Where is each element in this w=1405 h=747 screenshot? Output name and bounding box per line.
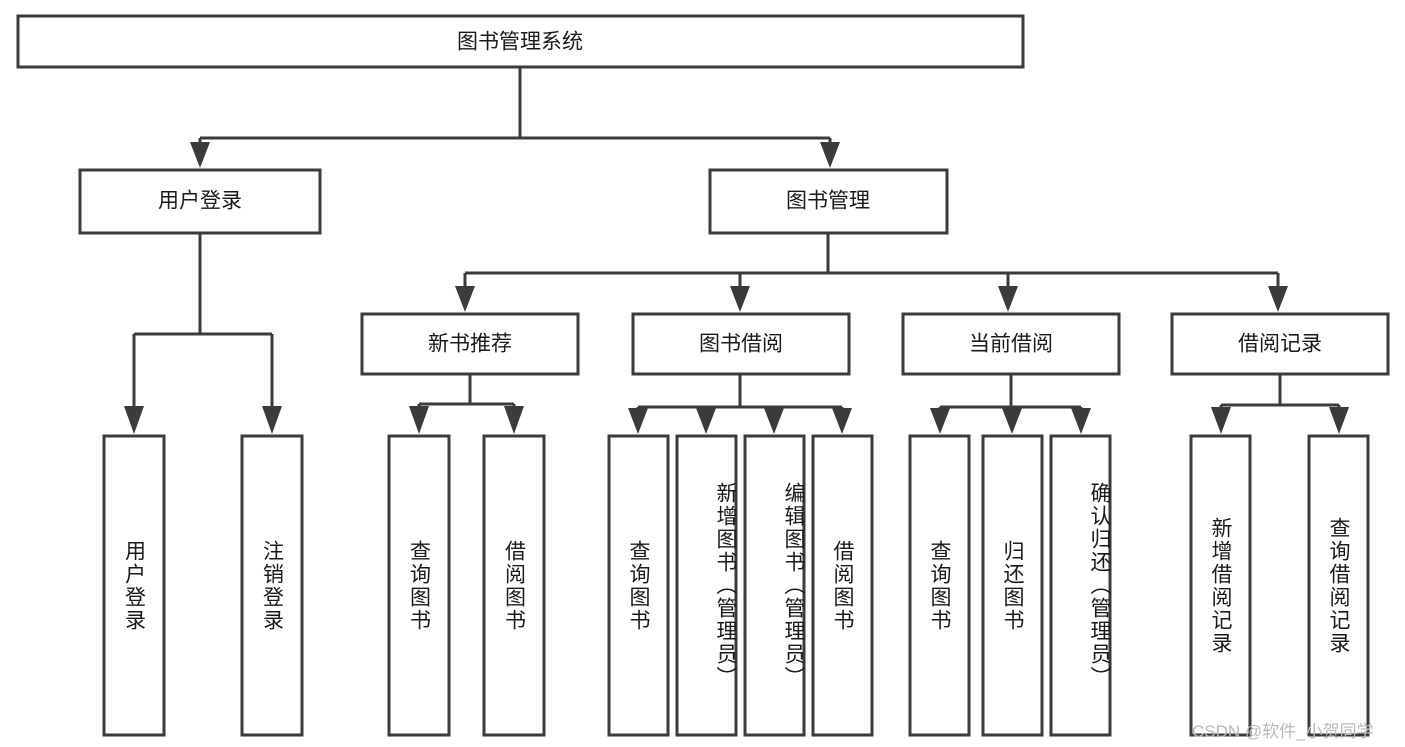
node-book-borrow-label: 图书借阅 bbox=[699, 333, 783, 356]
leaf-box-borrow-book-2[interactable] bbox=[811, 434, 874, 737]
arrow-head-leaf-user-login bbox=[124, 406, 144, 434]
node-current-borrow-label: 当前借阅 bbox=[969, 333, 1053, 356]
leaf-label-add-book: 新增图书（管理员） bbox=[714, 482, 737, 689]
node-current-borrow-box[interactable] bbox=[901, 312, 1121, 376]
arrow-head-new-book-rec bbox=[455, 286, 475, 312]
arrow-head-leaf-return-book bbox=[1002, 408, 1022, 434]
node-new-book-rec-box[interactable] bbox=[360, 312, 580, 376]
arrow-head-leaf-borrow-book-2 bbox=[832, 408, 852, 434]
leaf-label-add-record: 新增借阅记录 bbox=[1209, 516, 1232, 655]
arrow-head-book-borrow bbox=[730, 286, 750, 312]
leaf-box-return-book[interactable] bbox=[981, 434, 1044, 737]
connector-group-borrow-record bbox=[1211, 374, 1349, 434]
leaf-label-borrow-book-2: 借阅图书 bbox=[831, 539, 854, 632]
leaf-label-query-book-1: 查询图书 bbox=[407, 539, 431, 632]
node-book-borrow-box[interactable] bbox=[631, 312, 851, 376]
node-current-borrow[interactable]: 当前借阅 bbox=[901, 312, 1121, 376]
leaf-box-edit-book[interactable] bbox=[743, 434, 806, 737]
node-new-book-rec[interactable]: 新书推荐 bbox=[360, 312, 580, 376]
node-user-login[interactable]: 用户登录 bbox=[78, 168, 322, 235]
node-new-book-rec-label: 新书推荐 bbox=[428, 333, 512, 356]
node-user-login-label: 用户登录 bbox=[158, 190, 242, 213]
arrow-head-book-manage bbox=[820, 142, 840, 168]
leaf-box-add-record[interactable] bbox=[1189, 434, 1252, 737]
node-book-manage-label: 图书管理 bbox=[786, 190, 870, 213]
node-borrow-record-box[interactable] bbox=[1170, 312, 1390, 376]
leaf-box-query-book-3[interactable] bbox=[908, 434, 971, 737]
arrow-head-leaf-query-book-3 bbox=[930, 408, 950, 434]
leaf-box-query-book-2[interactable] bbox=[607, 434, 670, 737]
leaf-box-user-logout[interactable] bbox=[240, 434, 304, 737]
node-root-box[interactable] bbox=[16, 14, 1025, 69]
leaf-label-edit-book: 编辑图书（管理员） bbox=[782, 482, 805, 689]
csdn-watermark: CSDN @软件_小贺同学 bbox=[1192, 722, 1374, 741]
leaf-box-add-book[interactable] bbox=[675, 434, 738, 737]
arrow-head-leaf-user-logout bbox=[262, 406, 282, 434]
connector-group-current-borrow bbox=[930, 374, 1091, 434]
arrow-head-leaf-borrow-book-1 bbox=[504, 406, 524, 434]
node-user-login-box[interactable] bbox=[78, 168, 322, 235]
leaf-box-borrow-book-1[interactable] bbox=[482, 434, 546, 737]
arrow-head-leaf-add-record bbox=[1211, 407, 1231, 434]
leaf-box-query-book-1[interactable] bbox=[387, 434, 451, 737]
connector-group-book-borrow bbox=[628, 374, 852, 434]
node-borrow-record-label: 借阅记录 bbox=[1238, 333, 1322, 356]
node-book-borrow[interactable]: 图书借阅 bbox=[631, 312, 851, 376]
node-book-manage[interactable]: 图书管理 bbox=[708, 168, 949, 235]
leaf-label-return-book: 归还图书 bbox=[1001, 539, 1024, 632]
arrow-head-leaf-query-book-2 bbox=[628, 408, 648, 434]
leaf-label-user-logout: 注销登录 bbox=[260, 539, 284, 632]
leaf-boxes-group bbox=[102, 434, 1370, 737]
leaf-label-query-record: 查询借阅记录 bbox=[1327, 516, 1350, 655]
arrow-head-user-login bbox=[190, 142, 210, 168]
leaf-label-user-login: 用户登录 bbox=[122, 539, 146, 632]
leaf-label-query-book-2: 查询图书 bbox=[627, 539, 650, 632]
arrow-head-leaf-edit-book bbox=[764, 408, 784, 434]
connector-group-root bbox=[190, 67, 840, 168]
node-root[interactable]: 图书管理系统 bbox=[16, 14, 1025, 69]
leaf-label-confirm-return: 确认归还（管理员） bbox=[1088, 482, 1111, 689]
arrow-head-leaf-query-record bbox=[1329, 407, 1349, 434]
arrow-head-current-borrow bbox=[998, 286, 1018, 312]
leaf-box-query-record[interactable] bbox=[1307, 434, 1370, 737]
leaf-box-confirm-return[interactable] bbox=[1049, 434, 1112, 737]
arrow-head-leaf-add-book bbox=[696, 408, 716, 434]
connector-group-book-manage bbox=[455, 233, 1288, 312]
connector-group-user-login bbox=[124, 233, 282, 434]
node-book-manage-box[interactable] bbox=[708, 168, 949, 235]
arrow-head-leaf-query-book-1 bbox=[409, 406, 429, 434]
node-borrow-record[interactable]: 借阅记录 bbox=[1170, 312, 1390, 376]
arrow-head-borrow-record bbox=[1268, 286, 1288, 312]
leaf-label-borrow-book-1: 借阅图书 bbox=[502, 539, 526, 632]
connector-group-new-book-rec bbox=[409, 374, 524, 434]
arrow-head-leaf-confirm-return bbox=[1071, 408, 1091, 434]
leaf-box-user-login[interactable] bbox=[102, 434, 166, 737]
leaf-label-query-book-3: 查询图书 bbox=[928, 539, 951, 632]
node-root-label: 图书管理系统 bbox=[457, 31, 583, 54]
